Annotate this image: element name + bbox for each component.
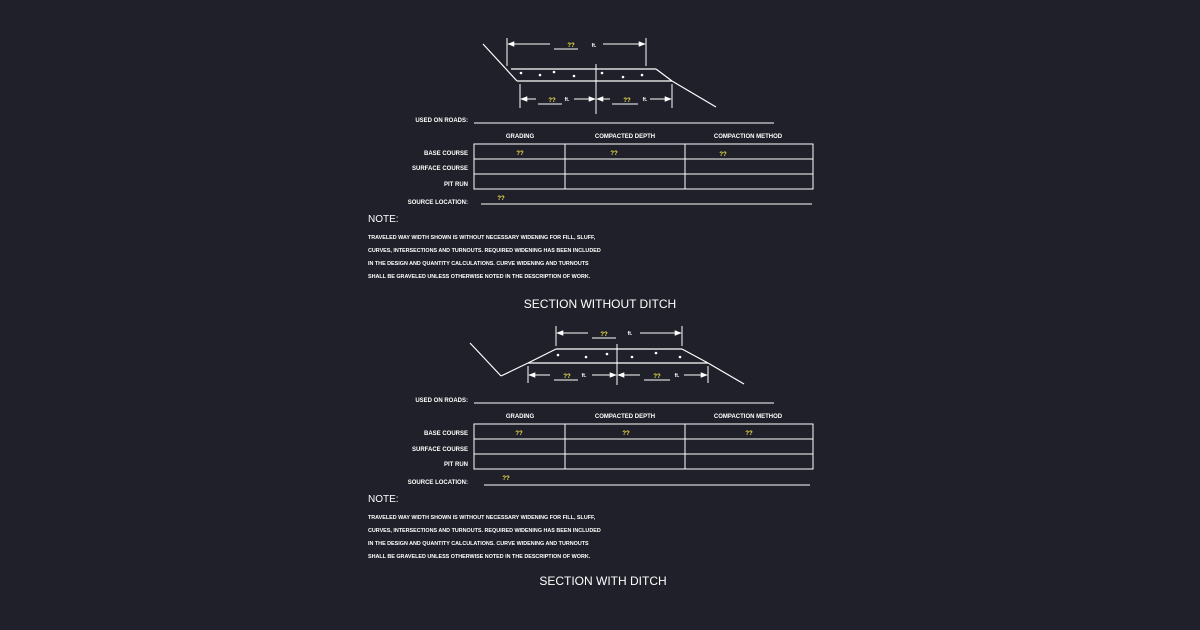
section-title: SECTION WITHOUT DITCH: [524, 297, 676, 311]
section-title: SECTION WITH DITCH: [539, 574, 666, 588]
right-dim-value: ??: [623, 98, 631, 104]
left-dim-value: ??: [548, 98, 556, 104]
source-location-label: SOURCE LOCATION:: [408, 480, 468, 486]
section-without-ditch: ?? ft. ?? ft. ?? ft. USED ON ROADS: GRAD…: [368, 38, 814, 311]
gravel-right-edge: [681, 348, 709, 364]
row-label-pit-run: PIT RUN: [444, 182, 468, 188]
cell-base-method[interactable]: ??: [745, 431, 753, 437]
cell-base-depth[interactable]: ??: [610, 151, 618, 157]
top-dim-value: ??: [600, 332, 608, 338]
right-slope-line: [707, 362, 745, 385]
note-line: SHALL BE GRAVELED UNLESS OTHERWISE NOTED…: [368, 554, 591, 560]
used-on-roads-label: USED ON ROADS:: [415, 398, 468, 404]
top-dim-unit: ft.: [628, 331, 633, 337]
note-line: CURVES, INTERSECTIONS AND TURNOUTS. REQU…: [368, 248, 601, 254]
gravel-aggregate-marks: [519, 70, 644, 79]
header-compaction-method: COMPACTION METHOD: [714, 134, 783, 140]
note-title: NOTE:: [368, 494, 399, 505]
right-dim-unit: ft.: [643, 97, 648, 103]
cell-base-depth[interactable]: ??: [622, 431, 630, 437]
material-table: [473, 143, 814, 190]
cell-base-grading[interactable]: ??: [516, 151, 524, 157]
note-line: TRAVELED WAY WIDTH SHOWN IS WITHOUT NECE…: [368, 235, 596, 241]
source-location-value[interactable]: ??: [502, 476, 510, 482]
ditch-foreslope-line: [500, 362, 529, 377]
right-dim-unit: ft.: [675, 373, 680, 379]
table-border: [473, 423, 814, 470]
used-on-roads-label: USED ON ROADS:: [415, 118, 468, 124]
source-location-value[interactable]: ??: [497, 196, 505, 202]
note-line: IN THE DESIGN AND QUANTITY CALCULATIONS.…: [368, 261, 589, 267]
row-label-pit-run: PIT RUN: [444, 462, 468, 468]
top-dim-value: ??: [567, 43, 575, 49]
header-compacted-depth: COMPACTED DEPTH: [595, 134, 655, 140]
right-slope-line: [671, 80, 717, 108]
source-location-label: SOURCE LOCATION:: [408, 200, 468, 206]
gravel-aggregate-marks: [556, 351, 682, 359]
left-dim-value: ??: [563, 374, 571, 380]
cell-base-grading[interactable]: ??: [515, 431, 523, 437]
top-dim-unit: ft.: [592, 43, 597, 49]
left-dim-unit: ft.: [565, 97, 570, 103]
note-line: IN THE DESIGN AND QUANTITY CALCULATIONS.…: [368, 541, 589, 547]
cell-base-method[interactable]: ??: [719, 152, 727, 158]
right-dim-value: ??: [653, 374, 661, 380]
note-line: TRAVELED WAY WIDTH SHOWN IS WITHOUT NECE…: [368, 515, 596, 521]
ditch-backslope-line: [469, 342, 502, 377]
row-label-base-course: BASE COURSE: [424, 151, 468, 157]
road-cross-section-diagram: ?? ft. ?? ft. ?? ft.: [469, 326, 745, 385]
note-line: SHALL BE GRAVELED UNLESS OTHERWISE NOTED…: [368, 274, 591, 280]
note-title: NOTE:: [368, 214, 399, 225]
row-label-base-course: BASE COURSE: [424, 431, 468, 437]
note-line: CURVES, INTERSECTIONS AND TURNOUTS. REQU…: [368, 528, 601, 534]
header-compacted-depth: COMPACTED DEPTH: [595, 414, 655, 420]
row-label-surface-course: SURFACE COURSE: [412, 447, 468, 453]
section-with-ditch: ?? ft. ?? ft. ?? ft. USED ON ROADS: GRAD…: [368, 326, 814, 588]
road-cross-section-diagram: ?? ft. ?? ft. ?? ft.: [482, 38, 717, 114]
table-border: [473, 143, 814, 190]
row-label-surface-course: SURFACE COURSE: [412, 166, 468, 172]
gravel-right-edge: [655, 68, 673, 82]
left-slope-line: [482, 43, 518, 82]
header-grading: GRADING: [506, 134, 535, 140]
header-compaction-method: COMPACTION METHOD: [714, 414, 783, 420]
material-table: [473, 423, 814, 470]
header-grading: GRADING: [506, 414, 535, 420]
left-dim-unit: ft.: [582, 373, 587, 379]
gravel-left-edge: [527, 348, 557, 364]
